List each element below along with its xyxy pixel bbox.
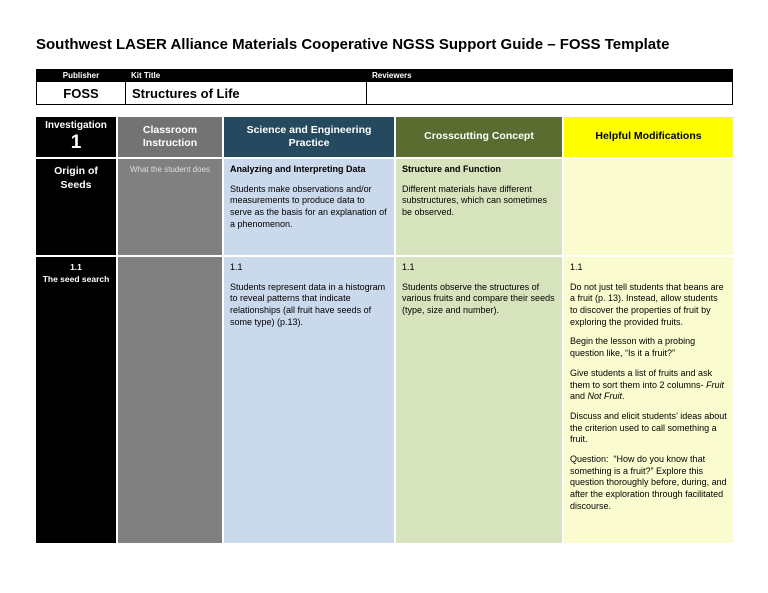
modification-paragraph-2: Begin the lesson with a probing question… bbox=[570, 336, 698, 359]
lesson-name: The seed search bbox=[42, 274, 110, 285]
header-science-engineering-practice: Science and Engineering Practice bbox=[224, 117, 394, 157]
row-lesson-practice-cell: 1.1 Students represent data in a histogr… bbox=[224, 257, 394, 543]
mod-p3-text-and: and bbox=[570, 379, 727, 402]
practice-code: 1.1 bbox=[230, 262, 243, 272]
ngss-support-table: Investigation 1 Classroom Instruction Sc… bbox=[36, 117, 733, 543]
kit-title-value: Structures of Life bbox=[126, 82, 367, 105]
row-lesson-id-cell: 1.1 The seed search bbox=[36, 257, 116, 543]
header-helpful-modifications: Helpful Modifications bbox=[564, 117, 733, 157]
kit-info-table: Publisher Kit Title Reviewers FOSS Struc… bbox=[36, 69, 733, 105]
modification-paragraph-1: Do not just tell students that beans are… bbox=[570, 281, 727, 327]
mod-p3-italic-not-fruit: Not Fruit bbox=[587, 391, 623, 402]
row-origin-classroom-cell: What the student does bbox=[118, 159, 222, 255]
practice-text: Students represent data in a histogram t… bbox=[230, 281, 386, 327]
reviewers-header-label: Reviewers bbox=[372, 71, 412, 80]
row-lesson-classroom-cell bbox=[118, 257, 222, 543]
kit-info-value-row: FOSS Structures of Life bbox=[36, 82, 733, 105]
row-origin-concept-cell: Structure and Function Different materia… bbox=[396, 159, 562, 255]
kit-title-header-label: Kit Title bbox=[131, 71, 161, 80]
header-investigation: Investigation 1 bbox=[36, 117, 116, 157]
practice-text: Students make observations and/or measur… bbox=[230, 183, 387, 229]
modifications-code: 1.1 bbox=[570, 262, 583, 272]
practice-heading: Analyzing and Interpreting Data bbox=[230, 164, 366, 174]
header-crosscutting-concept: Crosscutting Concept bbox=[396, 117, 562, 157]
mod-p3-text: Give students a list of fruits and ask t… bbox=[570, 367, 715, 390]
row-lesson-concept-cell: 1.1 Students observe the structures of v… bbox=[396, 257, 562, 543]
header-classroom-instruction: Classroom Instruction bbox=[118, 117, 222, 157]
investigation-label: Investigation bbox=[45, 120, 107, 132]
kit-info-header-row: Publisher Kit Title Reviewers bbox=[36, 69, 733, 82]
mod-p3-period: . bbox=[622, 391, 625, 402]
concept-heading: Structure and Function bbox=[402, 164, 501, 174]
row-origin-modifications-cell bbox=[564, 159, 733, 255]
concept-code: 1.1 bbox=[402, 262, 415, 272]
investigation-number: 1 bbox=[70, 131, 82, 153]
row-origin-title-cell: Origin of Seeds bbox=[36, 159, 116, 255]
modification-paragraph-4: Discuss and elicit students’ ideas about… bbox=[570, 410, 730, 445]
row-lesson-modifications-cell: 1.1 Do not just tell students that beans… bbox=[564, 257, 733, 543]
reviewers-value bbox=[367, 82, 733, 105]
publisher-value: FOSS bbox=[36, 82, 126, 105]
lesson-code: 1.1 bbox=[70, 262, 82, 272]
concept-text: Students observe the structures of vario… bbox=[402, 281, 555, 316]
document-title: Southwest LASER Alliance Materials Coope… bbox=[36, 36, 670, 53]
modification-paragraph-5: Question: “How do you know that somethin… bbox=[570, 453, 730, 511]
row-origin-practice-cell: Analyzing and Interpreting Data Students… bbox=[224, 159, 394, 255]
mod-p3-italic-fruit: Fruit bbox=[706, 379, 725, 390]
publisher-header-label: Publisher bbox=[62, 71, 100, 80]
modification-paragraph-3: Give students a list of fruits and ask t… bbox=[570, 368, 727, 403]
concept-text: Different materials have different subst… bbox=[402, 183, 548, 218]
